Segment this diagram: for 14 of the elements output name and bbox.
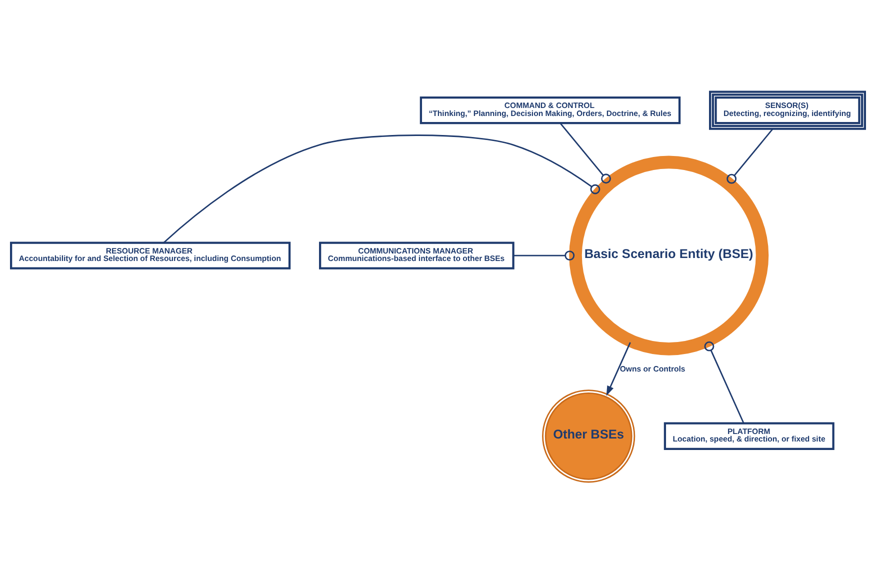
node-box: COMMUNICATIONS MANAGER Communications-based interface to other BSEs <box>319 241 514 269</box>
connector <box>163 134 600 243</box>
connector <box>560 122 611 184</box>
node-box: SENSOR(S) Detecting, recognizing, identifying <box>709 90 866 130</box>
connector <box>513 250 575 260</box>
node-box: RESOURCE MANAGER Accountability for and Selection of Resources, including Consumption <box>10 241 291 269</box>
arrow <box>606 342 631 396</box>
node-circle: Other BSEs <box>542 389 636 482</box>
node-box: PLATFORM Location, speed, & direction, or fixed site <box>664 422 834 450</box>
edge-label: Owns or Controls <box>620 364 686 374</box>
connector <box>726 128 774 184</box>
node-box: COMMAND & CONTROL “Thinking,” Planning, Decision Making, Orders, Doctrine, & Rules <box>420 96 681 124</box>
node-circle: Basic Scenario Entity (BSE) <box>569 155 769 355</box>
connector <box>704 340 744 423</box>
